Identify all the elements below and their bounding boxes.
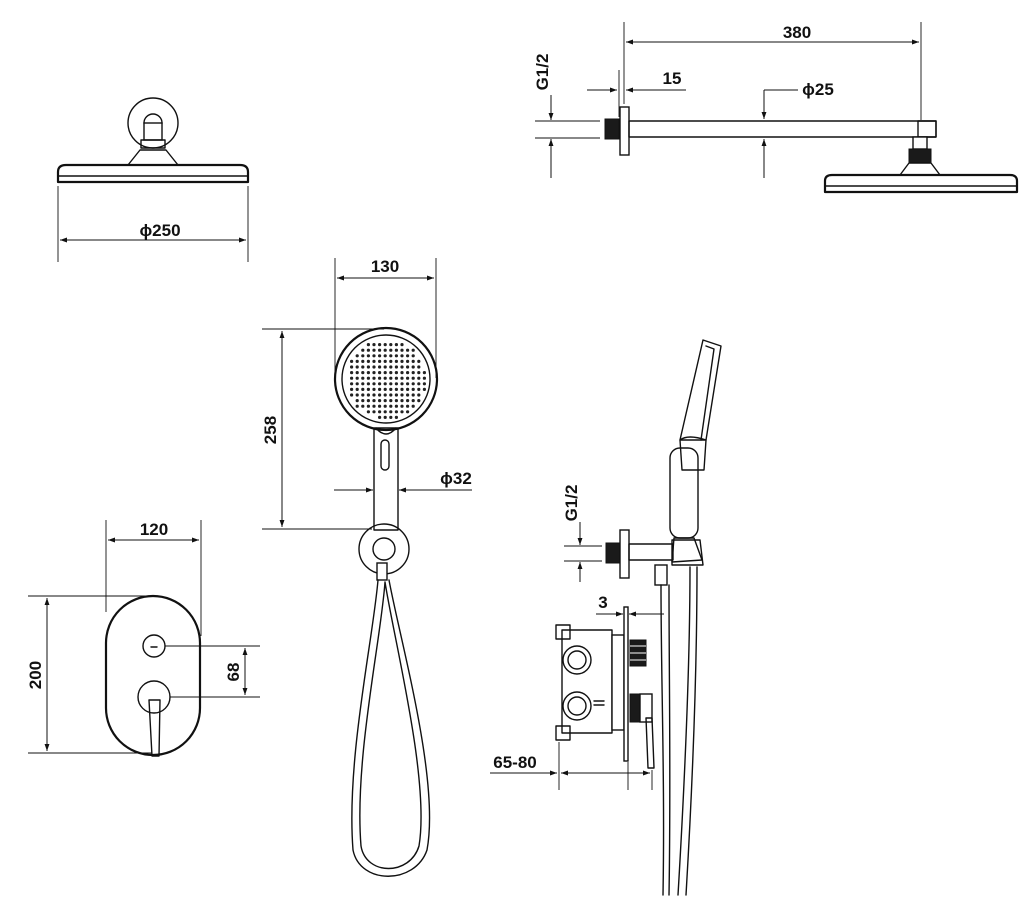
label-control-spacing: 68 bbox=[224, 663, 243, 682]
label-handset-length: 258 bbox=[261, 416, 280, 444]
label-head-diameter: ϕ250 bbox=[139, 221, 180, 240]
wall-plate-front-view bbox=[104, 594, 202, 757]
label-plate-gap: 3 bbox=[598, 593, 607, 612]
dimension-handset-width: 130 bbox=[334, 257, 437, 378]
dimension-plate-height: 200 bbox=[26, 595, 152, 754]
dimension-handle-diameter: ϕ32 bbox=[334, 469, 472, 493]
nozzle-grid bbox=[350, 343, 426, 419]
dimension-control-spacing: 68 bbox=[165, 645, 260, 698]
label-outlet-thread: G1/2 bbox=[562, 485, 581, 522]
dimension-head-diameter: ϕ250 bbox=[57, 186, 249, 262]
hand-shower-front-view bbox=[333, 326, 439, 877]
dimension-install-depth: 65-80 bbox=[490, 742, 653, 790]
label-flange-depth: 15 bbox=[663, 69, 682, 88]
dimension-flange-depth: 15 bbox=[587, 69, 686, 117]
dimension-arm-diameter: ϕ25 bbox=[761, 80, 834, 178]
rain-head-front-view bbox=[56, 97, 250, 184]
label-plate-width: 120 bbox=[140, 520, 168, 539]
dimension-arm-thread: G1/2 bbox=[533, 54, 600, 178]
label-plate-height: 200 bbox=[26, 661, 45, 689]
label-handle-diameter: ϕ32 bbox=[440, 469, 472, 488]
shower-arm-side-view bbox=[604, 106, 1019, 194]
hand-shower-side-view bbox=[605, 339, 722, 896]
label-arm-diameter: ϕ25 bbox=[802, 80, 834, 99]
dimension-handset-length: 258 bbox=[261, 328, 384, 530]
label-arm-thread: G1/2 bbox=[533, 54, 552, 91]
label-arm-length: 380 bbox=[783, 23, 811, 42]
label-handset-width: 130 bbox=[371, 257, 399, 276]
dimension-outlet-thread: G1/2 bbox=[562, 485, 602, 582]
dimension-plate-gap: 3 bbox=[596, 593, 664, 617]
label-install-depth: 65-80 bbox=[493, 753, 536, 772]
concealed-valve-side-view bbox=[555, 606, 655, 769]
dimension-arm-length: 380 bbox=[623, 22, 922, 120]
dimension-plate-width: 120 bbox=[105, 520, 202, 636]
